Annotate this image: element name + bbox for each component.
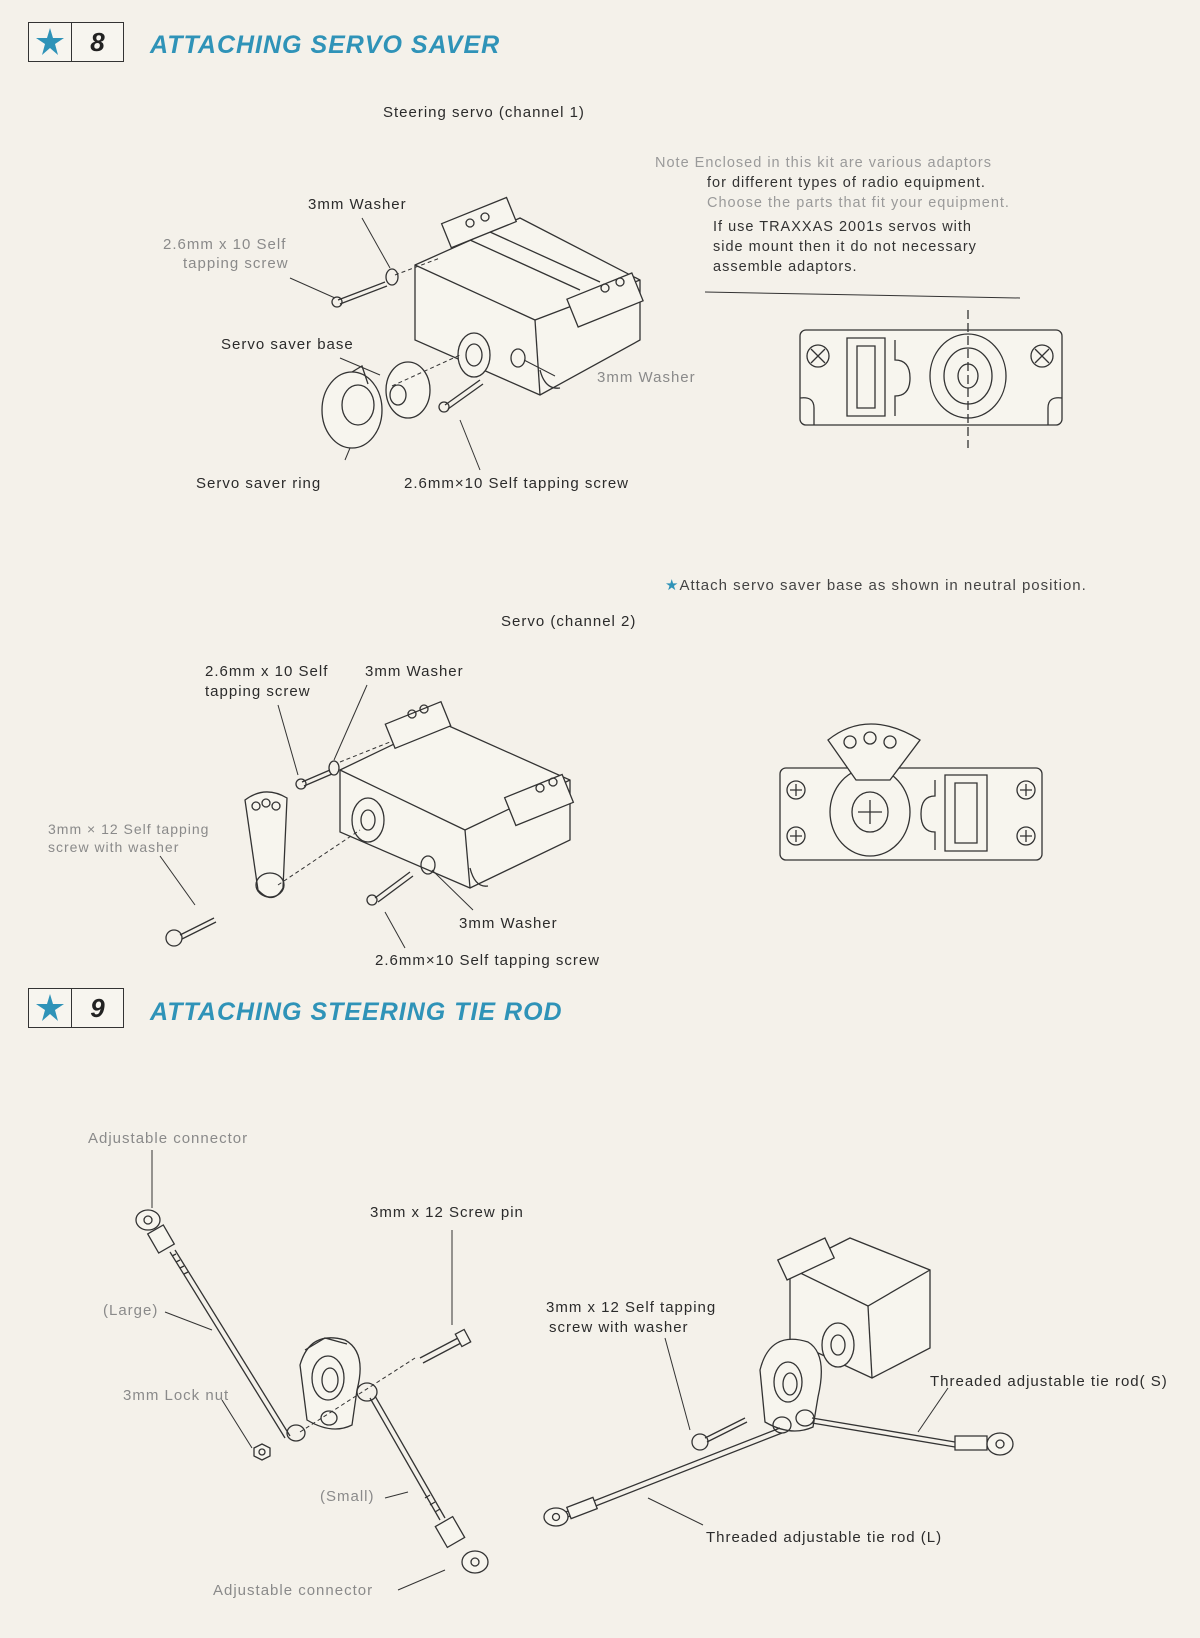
s9-screw-washer-label-1: 3mm x 12 Self tapping: [546, 1299, 717, 1316]
note-line-3: Choose the parts that fit your equipment…: [707, 195, 1010, 211]
s9-assembled-screw: [692, 1418, 747, 1450]
fig1-screw-bottom-label: 2.6mm×10 Self tapping screw: [404, 475, 630, 492]
s9-screw-pin: [420, 1329, 471, 1363]
step-8-badge: 8: [28, 22, 124, 62]
star-icon: [29, 23, 72, 61]
fig2-servo-top-view: [780, 724, 1042, 860]
note-line-6: assemble adaptors.: [713, 259, 858, 275]
s9-large-tie-rod: [170, 1250, 290, 1438]
s9-servo-saver-part: [287, 1338, 377, 1441]
tie-rod-s-label: Threaded adjustable tie rod( S): [930, 1373, 1168, 1390]
lock-nut-label: 3mm Lock nut: [123, 1387, 230, 1404]
fig2-screw-top-label-1: 2.6mm x 10 Self: [205, 663, 329, 680]
fig2-washer-top-label: 3mm Washer: [365, 663, 464, 680]
fig2-screw-washer-label-2: screw with washer: [48, 839, 180, 855]
fig1-servo-saver-ring: [322, 366, 382, 448]
fig2-screws: [166, 761, 435, 946]
fig1-servo-output-spline: [458, 333, 490, 377]
fig2-screw-top-label-2: tapping screw: [205, 683, 311, 700]
step-number: 8: [90, 26, 105, 57]
adj-connector-top-label: Adjustable connector: [88, 1130, 249, 1147]
s9-right-leader-lines: [648, 1338, 948, 1525]
fig1-washer-top-label: 3mm Washer: [308, 196, 407, 213]
note-line-4: If use TRAXXAS 2001s servos with: [713, 219, 973, 235]
s9-assembled-servo: [778, 1238, 930, 1378]
fig1-servo-body: [415, 197, 643, 395]
s9-assembled-saver: [760, 1339, 821, 1433]
fig2-output-spline: [352, 798, 384, 842]
star-icon: [29, 989, 72, 1027]
s9-left-leader-lines: [152, 1150, 452, 1590]
large-rod-label: (Large): [103, 1302, 159, 1319]
note-line-5: side mount then it do not necessary: [713, 239, 977, 255]
s9-small-tie-rod: [370, 1396, 445, 1520]
s9-screw-washer-label-2: screw with washer: [549, 1319, 689, 1336]
step-number: 9: [90, 992, 105, 1023]
note-block: Note Enclosed in this kit are various ad…: [655, 153, 1010, 277]
fig1-servo-top-view: [800, 310, 1062, 448]
adj-connector-bottom-label: Adjustable connector: [213, 1582, 374, 1599]
note-line-2: for different types of radio equipment.: [707, 175, 986, 191]
fig1-saver-ring-label: Servo saver ring: [196, 475, 322, 492]
step-9-badge: 9: [28, 988, 124, 1028]
fig2-screw-bottom-label: 2.6mm×10 Self tapping screw: [375, 952, 601, 969]
small-rod-label: (Small): [320, 1488, 375, 1505]
fig2-servo-arm: [245, 792, 287, 898]
neutral-position-note: ★Attach servo saver base as shown in neu…: [665, 576, 1087, 594]
s9-assembled-tie-rods: [544, 1418, 1013, 1526]
note-divider: [705, 292, 1020, 298]
fig1-screw-left-label-1: 2.6mm x 10 Self: [163, 236, 287, 253]
star-icon: ★: [665, 577, 680, 594]
s9-adjustable-connector-top: [136, 1210, 174, 1253]
fig1-washer-right-label: 3mm Washer: [597, 369, 696, 386]
fig2-caption: Servo (channel 2): [501, 613, 637, 630]
note-line-1: Note Enclosed in this kit are various ad…: [655, 155, 992, 171]
fig1-caption: Steering servo (channel 1): [383, 104, 585, 121]
screw-pin-label: 3mm x 12 Screw pin: [370, 1204, 524, 1221]
tie-rod-l-label: Threaded adjustable tie rod (L): [706, 1529, 943, 1546]
fig2-servo-body: [340, 702, 573, 888]
fig2-screw-washer-label-1: 3mm × 12 Self tapping: [48, 821, 210, 837]
fig2-washer-bottom-label: 3mm Washer: [459, 915, 558, 932]
section-9-title: ATTACHING STEERING TIE ROD: [150, 998, 563, 1026]
fig1-servo-saver-base: [386, 362, 430, 418]
section-8-title: ATTACHING SERVO SAVER: [150, 31, 501, 59]
fig1-saver-base-label: Servo saver base: [221, 336, 354, 353]
fig2-leader-lines: [160, 685, 473, 948]
fig1-screws: [332, 269, 525, 412]
neutral-position-text: Attach servo saver base as shown in neut…: [679, 577, 1087, 594]
fig1-leader-lines: [290, 218, 555, 470]
fig1-screw-left-label-2: tapping screw: [183, 255, 289, 272]
s9-adjustable-connector-bottom: [435, 1517, 488, 1573]
s9-lock-nut: [254, 1444, 270, 1460]
